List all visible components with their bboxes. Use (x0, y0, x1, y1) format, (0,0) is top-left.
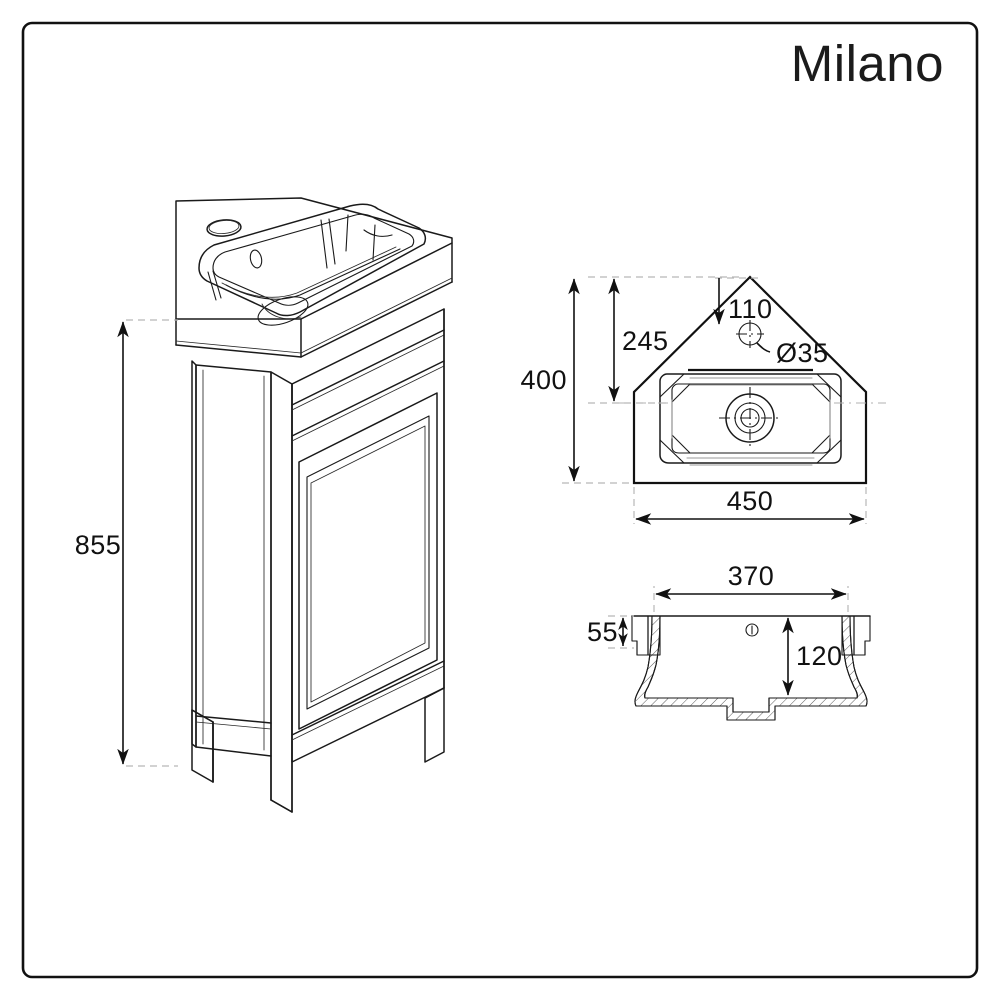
cross-section-basin: 370 55 120 (587, 561, 871, 721)
iso-overflow-hole (249, 249, 263, 269)
dimension-label-depth-inner: 245 (622, 326, 669, 356)
dimension-depth-total-400: 400 (520, 278, 630, 484)
dimension-tap-offset-110: 110 (713, 277, 773, 325)
dimension-rim-height-55: 55 (587, 615, 634, 649)
dimension-label-tap-diameter: Ø35 (776, 338, 829, 368)
dimension-width-total-450: 450 (633, 486, 867, 525)
top-view-bowl-inner (671, 383, 831, 454)
isometric-vanity-unit: 855 (75, 197, 453, 813)
iso-cabinet (191, 308, 445, 813)
section-overflow-marker (745, 623, 759, 637)
top-view-outline (632, 275, 868, 485)
dimension-label-depth-total: 400 (520, 365, 567, 395)
iso-basin-bowl (198, 203, 427, 326)
brand-logo: Milano (790, 35, 944, 92)
top-view-basin: Ø35 110 245 400 (520, 275, 886, 525)
iso-drain-hole (257, 296, 309, 326)
section-right-rim (853, 615, 871, 656)
dimension-height-855: 855 (75, 319, 178, 767)
dimension-label-tap-offset: 110 (728, 294, 773, 324)
dimension-width-basin-370: 370 (653, 561, 849, 612)
dimension-label-height: 855 (75, 530, 122, 560)
dimension-tap-diameter: Ø35 (756, 338, 829, 368)
top-view-bowl-outer (659, 373, 842, 464)
iso-tap-hole (206, 219, 242, 237)
top-view-tap-hole (736, 320, 764, 348)
dimension-label-bowl-depth: 120 (796, 641, 843, 671)
dimension-label-rim-height: 55 (587, 617, 618, 647)
dimension-label-width-basin: 370 (728, 561, 775, 591)
dimension-bowl-depth-120: 120 (782, 617, 843, 696)
section-left-rim (631, 615, 649, 656)
sheet-border (21, 21, 979, 979)
top-view-waste-hole (719, 387, 781, 449)
dimension-depth-inner-245: 245 (588, 276, 744, 404)
iso-countertop (175, 197, 453, 358)
dimension-label-width-total: 450 (727, 486, 774, 516)
